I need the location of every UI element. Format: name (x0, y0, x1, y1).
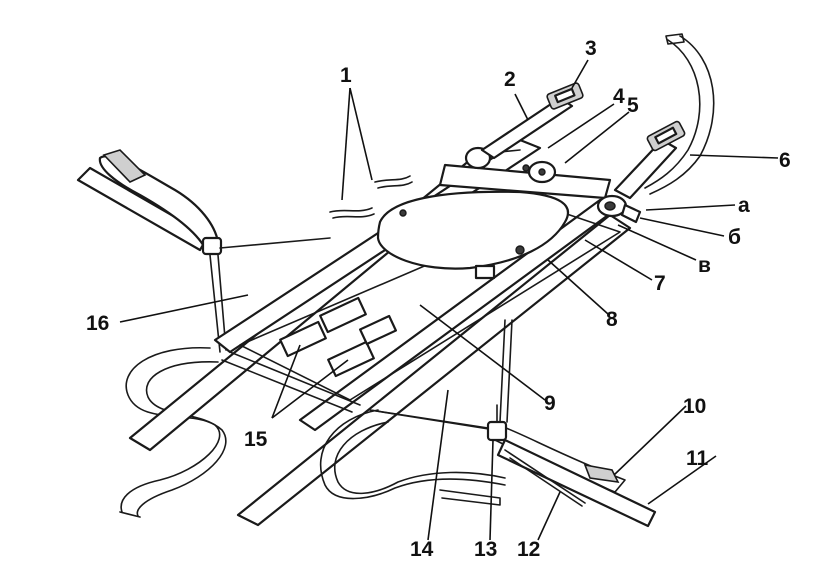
buckle-3-inner (554, 87, 576, 104)
buckle-10 (583, 463, 620, 484)
strap-1-upper (374, 175, 411, 183)
left-buckle (102, 149, 147, 183)
upper-strap-2 (480, 96, 574, 160)
saddle-rivet-2 (399, 209, 407, 217)
label-10: 10 (683, 395, 706, 418)
label-b: б (728, 226, 741, 249)
label-a: а (738, 194, 750, 217)
label-4: 4 (613, 85, 625, 108)
tube-6 (644, 39, 701, 189)
label-6: 6 (779, 149, 791, 172)
label-8: 8 (606, 308, 618, 331)
panel-15a (279, 320, 327, 358)
label-9: 9 (544, 392, 556, 415)
left-loop-strap-inner (136, 361, 227, 517)
clamp-13 (486, 420, 508, 442)
label-1: 1 (340, 64, 352, 87)
label-11: 11 (686, 447, 709, 470)
valve-mid-center (538, 168, 546, 176)
label-2: 2 (504, 68, 516, 91)
label-14: 14 (410, 538, 434, 561)
panel-15c (327, 340, 375, 378)
label-15: 15 (244, 428, 268, 451)
strap-11 (496, 438, 657, 528)
upper-strap-right (613, 138, 678, 200)
saddle-rivet (515, 245, 525, 255)
label-3: 3 (585, 37, 597, 60)
lower-loop-strap (319, 409, 506, 500)
leader-lines (119, 59, 779, 541)
label-13: 13 (474, 538, 497, 561)
drawing (76, 33, 715, 528)
panel-15b (319, 296, 367, 334)
callout-labels: 1 2 3 4 5 6 а б в 7 8 9 10 11 12 13 14 1… (86, 37, 791, 561)
label-16: 16 (86, 312, 109, 335)
panel-15d (359, 314, 397, 346)
left-strap-clip (201, 236, 223, 256)
strap-1-lower (329, 207, 373, 213)
saddle-tab (474, 264, 496, 280)
tube-6-inner (649, 35, 715, 195)
fitting-hole (604, 201, 616, 211)
label-5: 5 (627, 94, 639, 117)
label-7: 7 (654, 272, 666, 295)
label-12: 12 (517, 538, 540, 561)
valve-left (464, 146, 492, 170)
label-v: в (698, 254, 711, 277)
